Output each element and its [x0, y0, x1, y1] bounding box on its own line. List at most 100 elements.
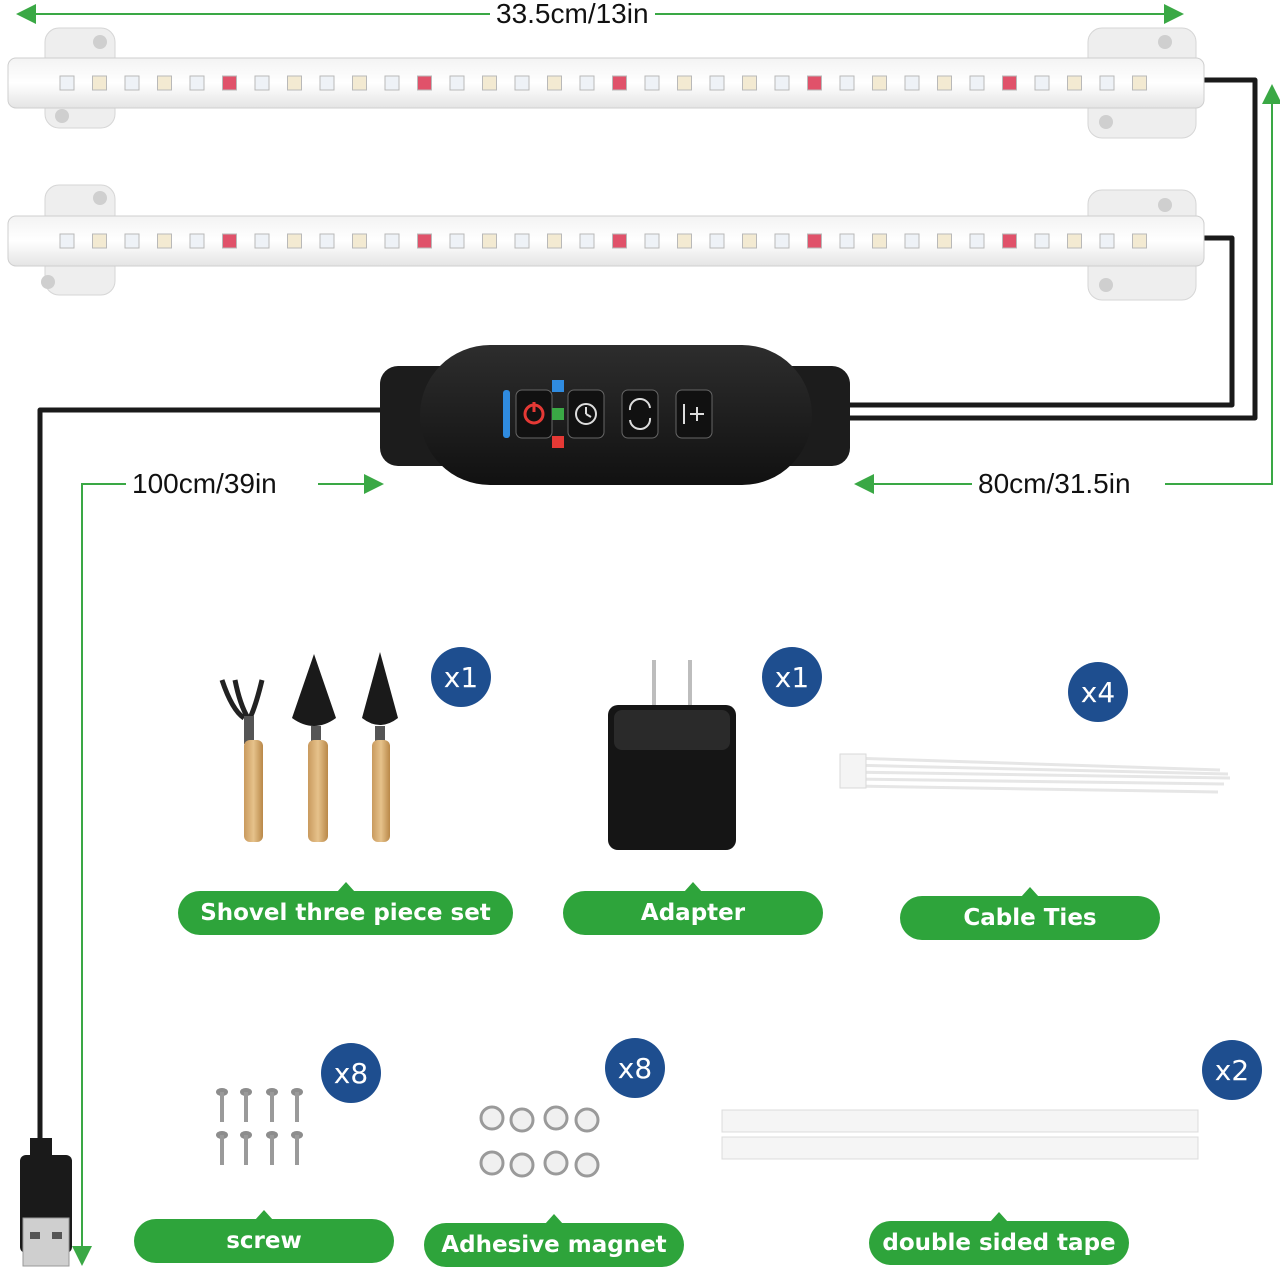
white-led-chip	[287, 233, 302, 249]
white-led-chip	[677, 75, 692, 91]
timer-icon[interactable]	[567, 389, 605, 439]
white-led-chip	[904, 75, 920, 91]
screw-item	[266, 1088, 278, 1122]
red-led-chip	[1002, 75, 1017, 91]
white-led-chip	[1099, 233, 1115, 249]
white-led-chip	[872, 233, 887, 249]
quantity-badge-adapter: x1	[762, 647, 822, 707]
white-led-chip	[774, 75, 790, 91]
white-led-chip	[384, 233, 400, 249]
white-led-chip	[352, 75, 367, 91]
white-led-chip	[59, 75, 75, 91]
white-led-chip	[124, 233, 140, 249]
white-led-chip	[449, 233, 465, 249]
white-led-chip	[1034, 75, 1050, 91]
red-led-chip	[222, 75, 237, 91]
white-led-chip	[547, 75, 562, 91]
white-led-chip	[839, 75, 855, 91]
white-led-chip	[92, 233, 107, 249]
quantity-badge-screw: x8	[321, 1043, 381, 1103]
magnets-icon	[479, 1105, 600, 1178]
screw-item	[216, 1131, 228, 1165]
magnet-item	[543, 1150, 569, 1176]
cable-ties-icon	[839, 753, 1231, 794]
white-led-chip	[514, 233, 530, 249]
red-led-chip	[612, 75, 627, 91]
white-led-chip	[904, 233, 920, 249]
white-led-chip	[482, 233, 497, 249]
power-adapter-icon	[608, 660, 736, 850]
white-led-chip	[937, 233, 952, 249]
led-bar-top	[7, 27, 1205, 139]
label-screw: screw	[134, 1210, 394, 1263]
white-led-chip	[189, 233, 205, 249]
quantity-badge-magnet: x8	[605, 1038, 665, 1098]
tape-strips-icon	[721, 1109, 1199, 1160]
magnet-item	[574, 1152, 600, 1178]
red-led-chip	[807, 233, 822, 249]
quantity-badge-tape: x2	[1202, 1040, 1262, 1100]
white-led-chip	[287, 75, 302, 91]
white-led-chip	[92, 75, 107, 91]
magnet-item	[479, 1150, 505, 1176]
usb-cable-dimension	[72, 474, 384, 1266]
power-icon[interactable]	[515, 389, 553, 439]
white-led-chip	[579, 75, 595, 91]
white-led-chip	[839, 233, 855, 249]
screws-icon	[216, 1088, 303, 1165]
bar-cable-dimension	[854, 84, 1280, 494]
red-led-chip	[807, 75, 822, 91]
white-led-chip	[157, 233, 172, 249]
white-led-chip	[742, 75, 757, 91]
white-led-chip	[319, 233, 335, 249]
white-led-chip	[1067, 233, 1082, 249]
brightness-plus-icon[interactable]	[675, 389, 713, 439]
white-led-chip	[514, 75, 530, 91]
bar-cable-length-label: 80cm/31.5in	[972, 467, 1137, 501]
cycle-mode-icon[interactable]	[621, 389, 659, 439]
white-led-chip	[774, 233, 790, 249]
white-led-chip	[969, 75, 985, 91]
label-adapter: Adapter	[563, 882, 823, 935]
quantity-badge-cable-ties: x4	[1068, 662, 1128, 722]
screw-item	[216, 1088, 228, 1122]
gardening-tools-icon	[219, 652, 398, 842]
usb-plug-icon	[20, 1138, 72, 1267]
magnet-item	[574, 1107, 600, 1133]
label-shovel-set: Shovel three piece set	[178, 882, 513, 935]
white-led-chip	[1132, 233, 1147, 249]
quantity-badge-shovel: x1	[431, 647, 491, 707]
screw-item	[240, 1131, 252, 1165]
magnet-item	[509, 1152, 535, 1178]
white-led-chip	[352, 233, 367, 249]
screw-item	[291, 1131, 303, 1165]
screw-item	[291, 1088, 303, 1122]
white-led-chip	[969, 233, 985, 249]
white-led-chip	[1132, 75, 1147, 91]
white-led-chip	[482, 75, 497, 91]
red-led-chip	[1002, 233, 1017, 249]
led-bar-bottom	[7, 184, 1205, 301]
white-led-chip	[1099, 75, 1115, 91]
white-led-chip	[872, 75, 887, 91]
white-led-chip	[1034, 233, 1050, 249]
white-led-chip	[254, 233, 270, 249]
red-led-chip	[417, 233, 432, 249]
label-adhesive-magnet: Adhesive magnet	[424, 1214, 684, 1267]
red-led-chip	[417, 75, 432, 91]
bar-length-label: 33.5cm/13in	[490, 0, 655, 31]
magnet-item	[509, 1107, 535, 1133]
white-led-chip	[547, 233, 562, 249]
cables	[37, 77, 1258, 1140]
label-cable-ties: Cable Ties	[900, 887, 1160, 940]
white-led-chip	[384, 75, 400, 91]
white-led-chip	[124, 75, 140, 91]
white-led-chip	[157, 75, 172, 91]
red-led-chip	[612, 233, 627, 249]
white-led-chip	[709, 75, 725, 91]
white-led-chip	[709, 233, 725, 249]
screw-item	[240, 1088, 252, 1122]
red-led-chip	[222, 233, 237, 249]
screw-item	[266, 1131, 278, 1165]
white-led-chip	[937, 75, 952, 91]
